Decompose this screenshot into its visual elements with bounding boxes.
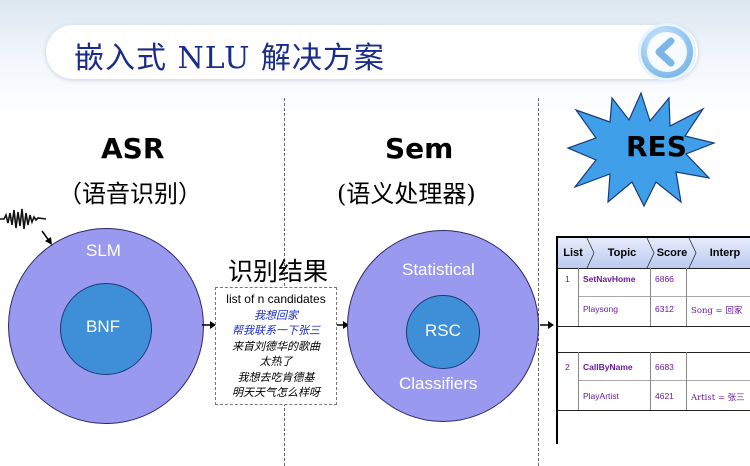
header-interp: Interp [709,247,741,259]
table-line [558,268,750,269]
header-separator [646,238,655,268]
header-list: List [563,247,583,259]
asr-to-result-arrow [202,321,216,329]
res-table: List Topic Score Interp 1 SetNavHome 686… [556,236,750,444]
asr-heading: ASR [101,132,165,165]
table-line [686,268,687,326]
candidate-item: 我想去吃肯德基 [237,370,315,384]
table-cell-list: 2 [565,362,570,372]
candidate-list-title: list of n candidates [226,292,326,306]
table-line [650,352,651,410]
asr-subheading: （语音识别） [58,180,202,208]
candidate-item: 帮我联系一下张三 [232,324,320,337]
table-line [578,268,579,326]
table-cell-score: 4621 [655,391,674,401]
classifiers-label: Classifiers [399,374,478,393]
header-topic: Topic [607,247,637,259]
table-cell-score: 6866 [655,274,674,284]
table-line [578,296,750,297]
input-arrow-icon [41,230,52,245]
table-cell-interp: Artist = 张三 [691,393,745,403]
page-title: 嵌入式 NLU 解决方案 [74,41,385,76]
candidate-item: 我想回家 [254,308,298,322]
table-line [558,410,750,411]
table-line [558,352,750,353]
header-separator [688,238,697,268]
res-table-header: List Topic Score Interp [558,238,750,268]
table-line [558,326,750,327]
candidate-list-box: list of n candidates 我想回家 帮我联系一下张三 来首刘德华… [215,287,337,405]
table-cell-score: 6683 [655,362,674,372]
slm-label: SLM [86,241,121,260]
sem-subheading: (语义处理器) [337,180,476,208]
table-line [686,352,687,410]
table-line [650,268,651,326]
title-bar: 嵌入式 NLU 解决方案 [46,23,698,81]
table-cell-topic: SetNavHome [583,274,636,284]
res-heading: RES [626,130,687,163]
sound-wave-icon [0,208,46,230]
sem-inner-circle [406,295,480,369]
res-starburst [566,91,716,208]
header-score: Score [656,247,688,259]
candidate-item: 明天天气怎么样呀 [232,386,320,399]
table-cell-list: 1 [565,274,570,284]
bnf-label: BNF [86,317,120,336]
starburst-shape [566,91,716,208]
asr-inner-circle [60,283,152,375]
statistical-label: Statistical [402,260,475,279]
candidate-item: 太热了 [259,355,293,368]
table-cell-topic: Playsong [583,304,618,314]
sem-heading: Sem [385,132,454,165]
back-arrow-icon [647,32,687,72]
table-cell-topic: CallByName [583,362,633,372]
table-cell-topic: PlayArtist [583,391,619,401]
divider-left [284,98,285,466]
candidate-item: 来首刘德华的歌曲 [232,339,320,353]
table-cell-score: 6312 [655,304,674,314]
recognition-result-label: 识别结果 [228,257,329,286]
table-line [578,380,750,381]
header-separator [586,238,595,268]
divider-right [538,98,539,466]
back-button[interactable] [638,23,696,81]
sem-to-res-arrow [540,321,554,329]
table-cell-interp: Song = 回家 [691,306,743,316]
rsc-label: RSC [425,321,461,340]
table-line [578,352,579,410]
